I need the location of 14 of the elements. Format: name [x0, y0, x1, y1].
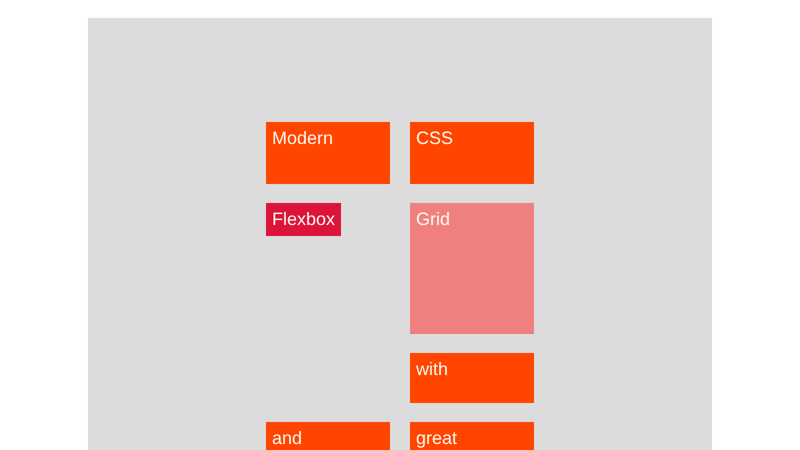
item-text: Grid	[416, 209, 450, 230]
item-text: with	[416, 359, 448, 380]
grid-item	[410, 203, 534, 334]
grid-item	[410, 122, 534, 184]
grid-item	[266, 203, 342, 236]
grid-item	[410, 353, 534, 403]
grid-item	[266, 422, 390, 450]
item-text: great	[416, 428, 458, 449]
item-text: and	[272, 428, 302, 449]
grid-item	[410, 422, 534, 450]
item-text: Modern	[272, 128, 334, 149]
item-text: CSS	[416, 128, 454, 149]
grid-item	[266, 122, 390, 184]
item-text: Flexbox	[272, 209, 336, 230]
